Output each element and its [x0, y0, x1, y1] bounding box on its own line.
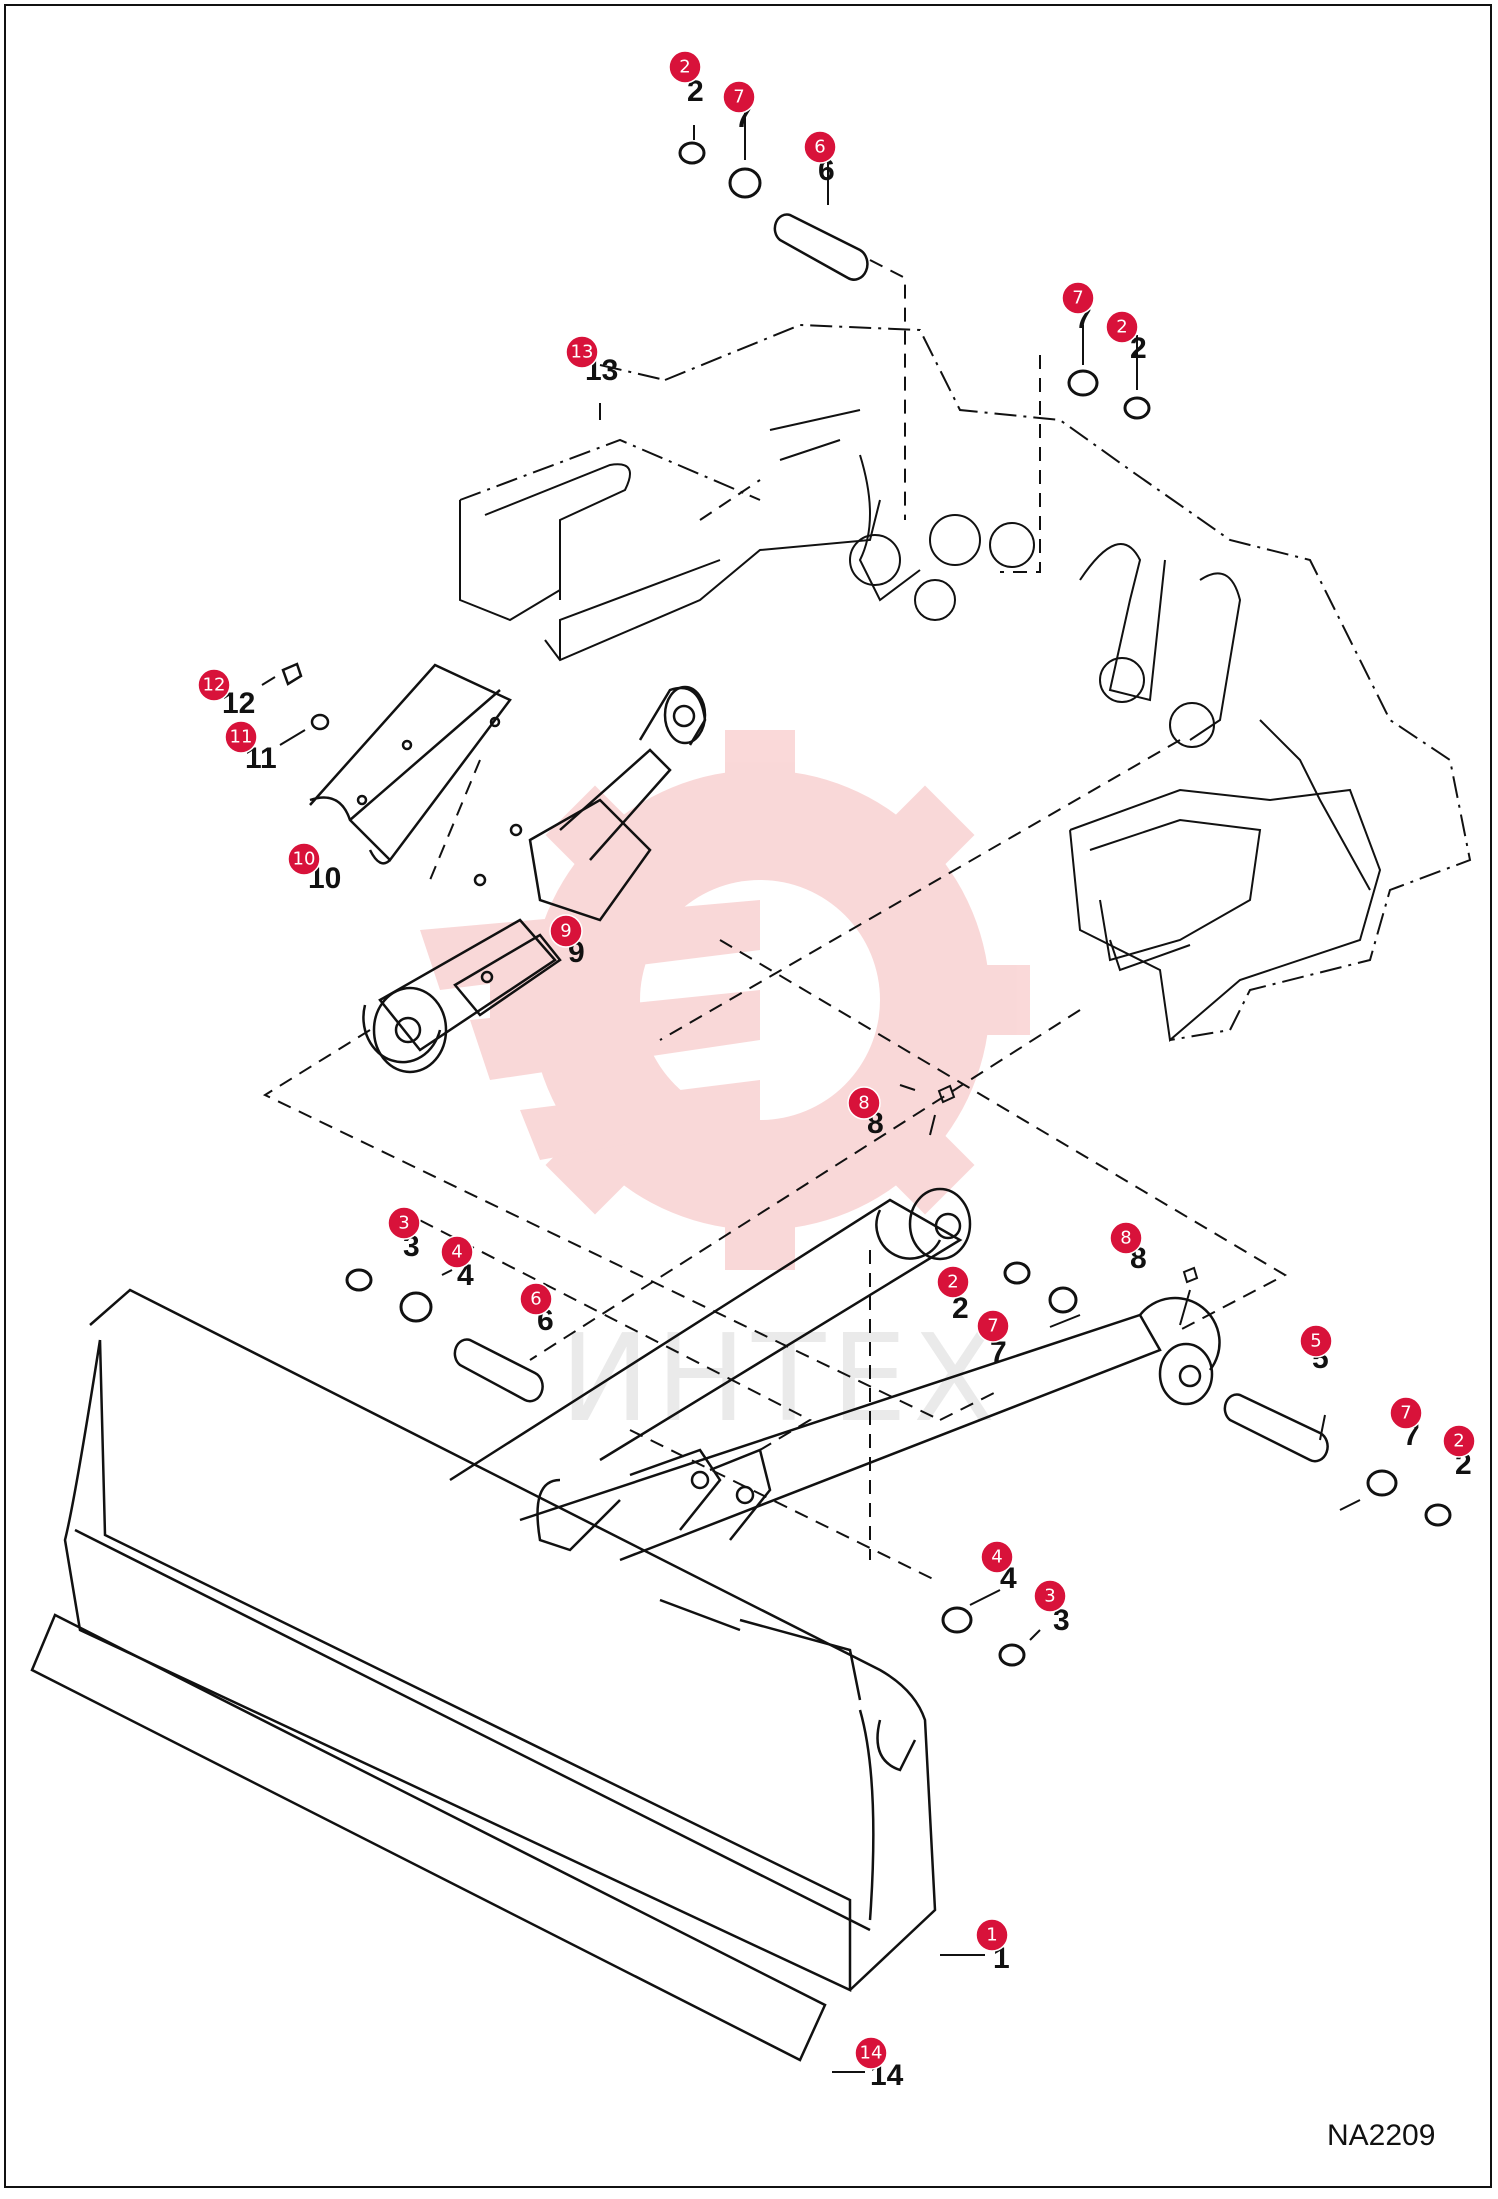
cylinder-guard-part [309, 663, 512, 865]
pin-lower-right [1223, 1393, 1329, 1463]
svg-text:9: 9 [560, 921, 571, 942]
svg-text:10: 10 [293, 849, 316, 870]
svg-text:2: 2 [1116, 317, 1127, 338]
bolt-washer-group [261, 662, 330, 746]
grease-fitting-right [1182, 1266, 1199, 1284]
gear-logo-icon [420, 730, 1030, 1270]
pin-lower-left [453, 1338, 544, 1403]
svg-text:13: 13 [571, 342, 594, 363]
callout-11[interactable]: 11 [224, 720, 258, 754]
svg-text:11: 11 [230, 727, 253, 748]
svg-text:1: 1 [986, 1925, 997, 1946]
callout-6-a[interactable]: 6 [803, 130, 837, 164]
callout-3-a[interactable]: 3 [387, 1206, 421, 1240]
svg-text:8: 8 [1120, 1228, 1131, 1249]
svg-text:2: 2 [1453, 1431, 1464, 1452]
dozer-blade-part [63, 1187, 1221, 1992]
drawing-reference: NA2209 [1327, 2119, 1435, 2152]
callout-14[interactable]: 14 [854, 2036, 888, 2070]
ring-bottom [998, 1643, 1026, 1667]
watermark: ИНТЕХ [420, 730, 1030, 1449]
hydraulic-cylinder-part [362, 685, 707, 1074]
callout-10[interactable]: 10 [287, 842, 321, 876]
callout-13[interactable]: 13 [565, 335, 599, 369]
callout-1[interactable]: 1 [975, 1918, 1009, 1952]
label-2-c: 2 [952, 1292, 969, 1325]
svg-text:4: 4 [991, 1547, 1002, 1568]
svg-text:12: 12 [203, 675, 226, 696]
washer-lower-left [399, 1291, 433, 1323]
callout-2-b[interactable]: 2 [1105, 310, 1139, 344]
callout-8-b[interactable]: 8 [1109, 1221, 1143, 1255]
svg-text:4: 4 [451, 1242, 462, 1263]
svg-text:8: 8 [858, 1093, 869, 1114]
svg-text:3: 3 [398, 1213, 409, 1234]
svg-text:2: 2 [947, 1272, 958, 1293]
callout-2-a[interactable]: 2 [668, 50, 702, 84]
ring-lower-left [345, 1268, 373, 1292]
callout-7-a[interactable]: 7 [722, 80, 756, 114]
washer-bottom [941, 1606, 973, 1634]
label-7-c: 7 [990, 1336, 1007, 1369]
pin-upper [773, 213, 869, 281]
label-2-b: 2 [1130, 332, 1147, 365]
svg-text:7: 7 [733, 87, 744, 108]
callout-7-c[interactable]: 7 [976, 1309, 1010, 1343]
retaining-ring-upper-right [1123, 396, 1151, 420]
callout-2-c[interactable]: 2 [936, 1265, 970, 1299]
callout-9[interactable]: 9 [549, 914, 583, 948]
svg-text:14: 14 [860, 2043, 883, 2064]
washer-upper-left [728, 167, 762, 199]
callout-2-d[interactable]: 2 [1442, 1424, 1476, 1458]
svg-text:7: 7 [1400, 1403, 1411, 1424]
svg-text:6: 6 [814, 137, 825, 158]
small-washer-part [310, 713, 330, 731]
callout-4-a[interactable]: 4 [440, 1235, 474, 1269]
callout-6-b[interactable]: 6 [519, 1282, 553, 1316]
cutting-edge-part [30, 1613, 827, 2062]
callout-4-b[interactable]: 4 [980, 1540, 1014, 1574]
grease-fitting-left [937, 1084, 956, 1104]
callout-8-a[interactable]: 8 [847, 1086, 881, 1120]
svg-text:7: 7 [987, 1316, 998, 1337]
callout-7-d[interactable]: 7 [1389, 1396, 1423, 1430]
washer-mid-upper [1048, 1286, 1078, 1314]
callout-12[interactable]: 12 [197, 668, 231, 702]
leader-lines [832, 1954, 985, 2073]
nut-part [281, 662, 303, 686]
part-callouts: 2 7 6 13 7 2 12 11 10 9 8 3 4 6 8 2 7 5 … [197, 50, 1476, 2070]
svg-text:2: 2 [679, 57, 690, 78]
washer-lower-right [1366, 1469, 1398, 1497]
callout-3-b[interactable]: 3 [1033, 1579, 1067, 1613]
watermark-text: ИНТЕХ [560, 1310, 1001, 1449]
callout-5[interactable]: 5 [1299, 1324, 1333, 1358]
ring-lower-right [1424, 1503, 1452, 1527]
ring-mid-upper [1003, 1261, 1031, 1285]
upper-pin-group [599, 110, 1151, 420]
svg-text:7: 7 [1072, 288, 1083, 309]
label-2-a: 2 [687, 75, 704, 108]
callout-7-b[interactable]: 7 [1061, 281, 1095, 315]
label-3-b: 3 [1053, 1604, 1070, 1637]
svg-text:5: 5 [1310, 1331, 1321, 1352]
svg-text:3: 3 [1044, 1586, 1055, 1607]
main-frame-part [459, 323, 1472, 1042]
retaining-ring-upper-left [678, 141, 706, 165]
svg-text:6: 6 [530, 1289, 541, 1310]
washer-upper-right [1067, 369, 1099, 397]
